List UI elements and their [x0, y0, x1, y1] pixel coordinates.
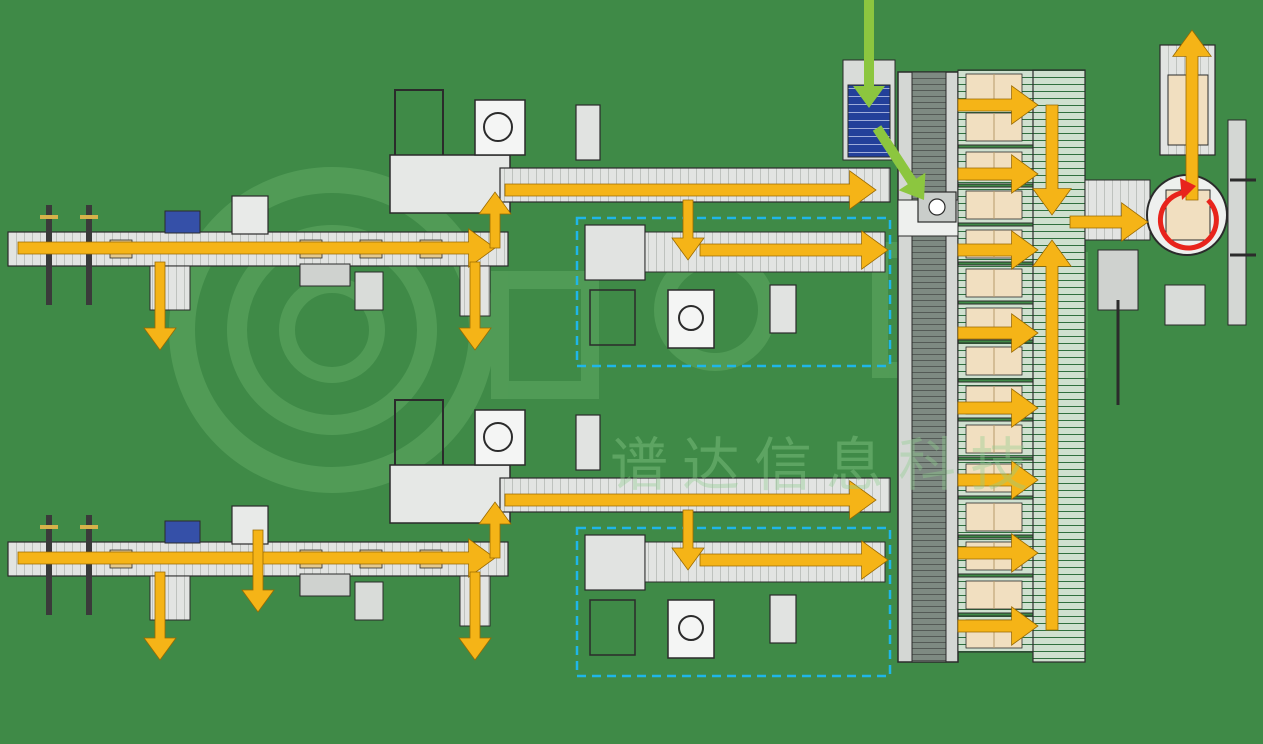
arrow-down-icon — [458, 571, 492, 661]
collection-conveyor — [1032, 69, 1086, 663]
arrow-right-icon — [17, 228, 496, 268]
labeler-unit — [164, 210, 201, 234]
arrow-right-icon — [957, 533, 1039, 573]
arrow-down-icon — [1032, 239, 1072, 631]
reject-bin — [299, 263, 351, 287]
secondary-packing-zone — [575, 216, 892, 368]
guide-post-clamp — [80, 525, 98, 529]
arrow-diagonal-icon — [872, 125, 926, 200]
control-cabinet — [354, 271, 384, 311]
zone-robot — [667, 599, 715, 659]
control-cabinet — [354, 581, 384, 621]
guide-post — [86, 205, 92, 305]
wrapper-machine — [584, 224, 646, 281]
guide-post — [46, 515, 52, 615]
arrow-down-icon — [478, 501, 512, 559]
robot-arm — [483, 112, 513, 142]
arrow-down-icon — [1032, 104, 1072, 216]
labeler-unit — [164, 520, 201, 544]
robot-arm — [483, 422, 513, 452]
main-transfer-conveyor — [897, 71, 959, 663]
arrow-right-icon — [504, 170, 877, 210]
arrow-right-icon — [504, 480, 877, 520]
arrow-right-icon — [957, 154, 1039, 194]
reject-bin — [299, 573, 351, 597]
arrow-down-icon — [478, 191, 512, 249]
wrapper-frame — [589, 289, 636, 346]
arrow-right-icon — [1069, 202, 1149, 242]
arrow-right-icon — [699, 230, 889, 270]
zone-sealer — [769, 284, 797, 334]
arrow-right-icon — [957, 313, 1039, 353]
rotate-icon — [1157, 178, 1219, 251]
tape-sealer — [575, 414, 601, 471]
case-erector-frame — [394, 89, 444, 159]
zone-sealer — [769, 594, 797, 644]
arrow-right-icon — [957, 230, 1039, 270]
secondary-packing-zone — [575, 526, 892, 678]
checkweigher-frame — [231, 195, 269, 235]
guide-post-clamp — [40, 215, 58, 219]
robot-cell — [474, 409, 526, 466]
wrapper-frame — [589, 599, 636, 656]
arrow-down-icon — [458, 261, 492, 351]
zone-robot-arm — [678, 305, 704, 331]
guide-post — [46, 205, 52, 305]
arrow-down-icon — [143, 571, 177, 661]
arrow-down-icon — [143, 261, 177, 351]
arrow-right-icon — [957, 460, 1039, 500]
arrow-down-icon — [671, 199, 705, 261]
guide-post — [86, 515, 92, 615]
arrow-right-icon — [957, 606, 1039, 646]
wrapper-machine — [584, 534, 646, 591]
guide-post-clamp — [80, 215, 98, 219]
tape-sealer — [575, 104, 601, 161]
zone-robot — [667, 289, 715, 349]
flow-arrows — [17, 0, 1212, 661]
robot-cell — [474, 99, 526, 156]
zone-robot-arm — [678, 615, 704, 641]
guide-post-clamp — [40, 525, 58, 529]
arrow-down-icon — [241, 529, 275, 613]
arrow-right-icon — [957, 85, 1039, 125]
arrow-right-icon — [957, 388, 1039, 428]
arrow-right-icon — [699, 540, 889, 580]
arrow-down-icon — [1172, 29, 1212, 201]
arrow-down-icon — [671, 509, 705, 571]
arrow-diagonal-icon — [853, 0, 885, 108]
